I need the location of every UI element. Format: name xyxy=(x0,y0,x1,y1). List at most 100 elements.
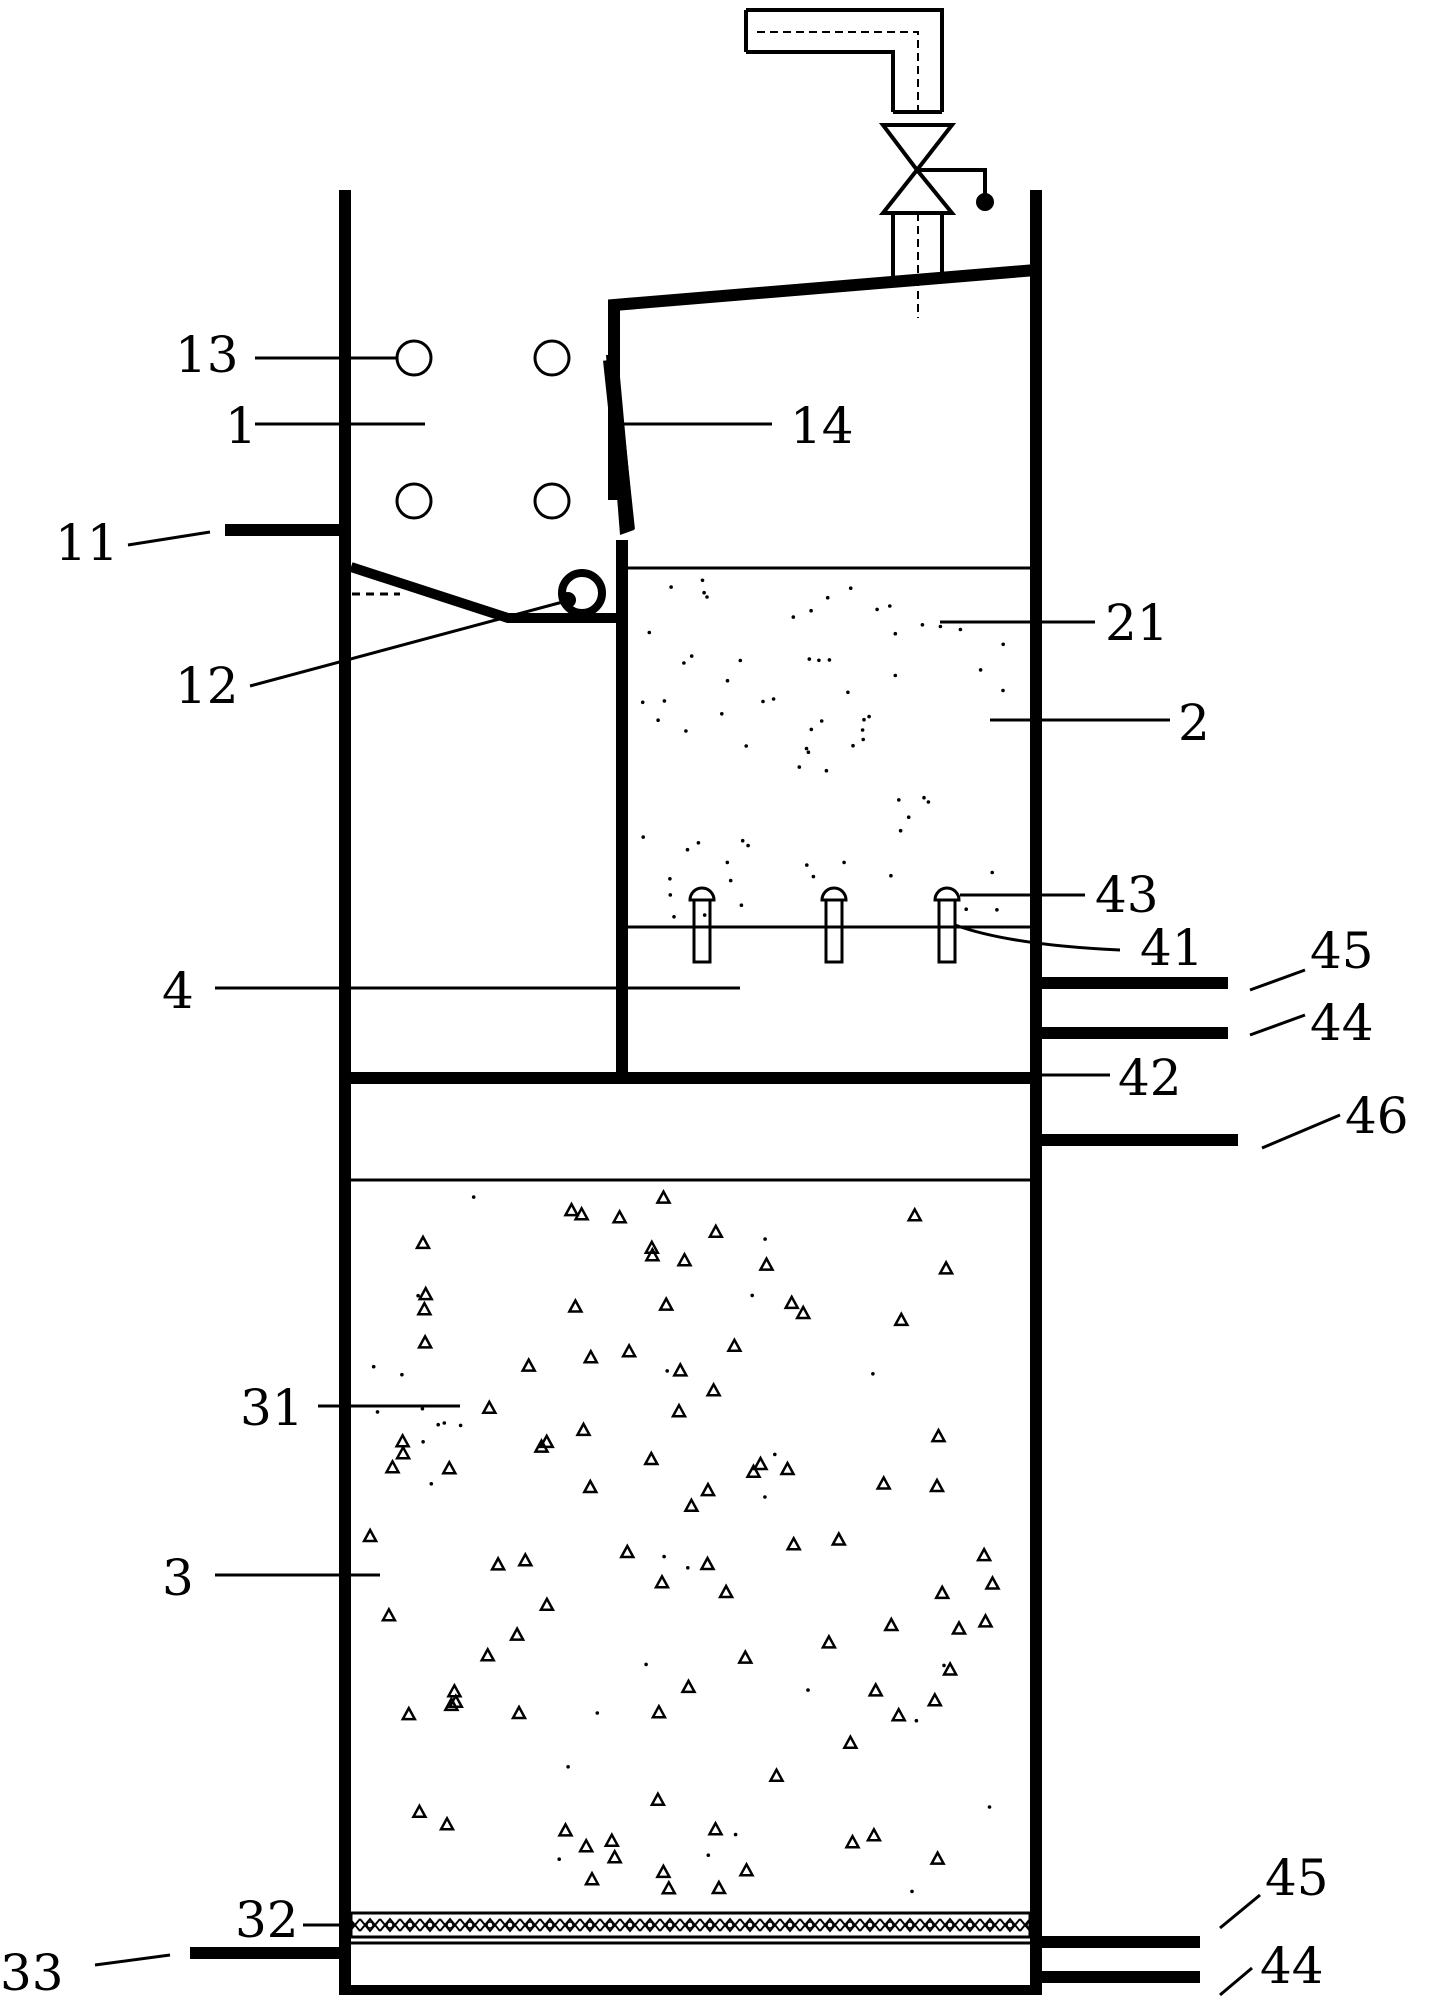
media-dot xyxy=(746,843,750,848)
label-45-upper: 45 xyxy=(1310,922,1374,980)
media-particle xyxy=(928,1477,946,1493)
media-particle xyxy=(606,1848,623,1864)
media-dot xyxy=(702,913,707,917)
media-dot xyxy=(809,608,813,613)
media-dot xyxy=(662,1554,666,1559)
label-44-lower: 44 xyxy=(1260,1937,1324,1995)
media-dot xyxy=(740,838,745,843)
rotor-12 xyxy=(558,569,606,617)
media-particle xyxy=(582,1478,599,1494)
media-dot xyxy=(806,750,811,754)
label-1: 1 xyxy=(225,397,257,455)
media-dot xyxy=(888,604,892,608)
media-dot xyxy=(797,765,802,769)
media-dot xyxy=(848,586,853,590)
media-particle xyxy=(582,1348,599,1364)
media-particle xyxy=(644,1246,661,1262)
media-dot xyxy=(862,717,866,722)
media-particle xyxy=(655,1863,672,1879)
media-dot xyxy=(964,907,968,911)
media-particle xyxy=(411,1803,428,1819)
media-dot xyxy=(809,727,814,732)
media-dot xyxy=(640,700,645,705)
label-42: 42 xyxy=(1118,1049,1182,1107)
media-dot xyxy=(1001,688,1005,693)
media-dot xyxy=(851,743,855,748)
media-particle xyxy=(779,1460,796,1476)
label-33: 33 xyxy=(0,1944,64,2000)
media-particle xyxy=(705,1381,722,1397)
media-dot xyxy=(421,1440,425,1444)
media-particle xyxy=(926,1691,943,1707)
media-dot xyxy=(720,712,724,716)
media-particle xyxy=(394,1432,411,1448)
media-particle xyxy=(481,1399,498,1415)
media-particle xyxy=(975,1546,993,1562)
media-particle xyxy=(538,1596,556,1612)
media-dot xyxy=(893,631,898,636)
media-particle xyxy=(867,1681,884,1697)
media-particle xyxy=(745,1463,762,1479)
media-dot xyxy=(773,1452,777,1457)
media-particle xyxy=(447,1693,464,1709)
media-particle xyxy=(416,1333,434,1349)
media-dot xyxy=(926,800,931,804)
label-12: 12 xyxy=(175,657,239,715)
media-particle xyxy=(710,1879,728,1895)
media-dot xyxy=(686,1566,690,1570)
media-dot xyxy=(978,668,983,672)
media-particle xyxy=(977,1612,994,1628)
media-dot xyxy=(644,1662,648,1667)
media-particle xyxy=(508,1625,526,1641)
media-dot xyxy=(436,1422,441,1427)
media-particle xyxy=(930,1427,947,1443)
media-dot xyxy=(914,1718,919,1723)
media-dot xyxy=(696,841,701,845)
media-particle xyxy=(441,1459,458,1475)
media-particle xyxy=(865,1826,883,1842)
media-dot xyxy=(557,1857,561,1861)
media-dot xyxy=(420,1406,425,1411)
media-particle xyxy=(830,1530,847,1546)
media-dot xyxy=(400,1372,404,1377)
media-dot xyxy=(763,1237,767,1241)
media-dot xyxy=(458,1423,463,1428)
media-dot xyxy=(958,627,963,632)
media-dot xyxy=(371,1364,376,1369)
media-dot xyxy=(906,815,911,819)
media-particle xyxy=(680,1678,697,1694)
media-dot xyxy=(566,1765,570,1769)
media-particle xyxy=(768,1767,785,1782)
media-particle xyxy=(578,1837,595,1853)
media-dot xyxy=(804,746,809,751)
media-dot xyxy=(700,578,705,583)
media-particle xyxy=(699,1481,717,1497)
media-particle xyxy=(479,1646,496,1662)
aerators-43 xyxy=(688,886,961,964)
media-particle xyxy=(875,1474,892,1490)
media-dot xyxy=(685,847,690,852)
media-dot xyxy=(662,699,667,703)
media-dot xyxy=(860,728,865,732)
media-particle xyxy=(660,1879,677,1895)
media-particle xyxy=(650,1703,668,1719)
media-particle xyxy=(557,1821,574,1837)
label-11: 11 xyxy=(55,514,119,572)
media-particle xyxy=(737,1648,754,1664)
media-dot xyxy=(875,607,879,612)
media-dot xyxy=(861,737,865,742)
media-particle xyxy=(672,1361,689,1377)
media-particle xyxy=(417,1285,434,1301)
media-dot xyxy=(898,828,903,833)
media-dot xyxy=(893,673,898,678)
media-dot xyxy=(942,1663,946,1668)
media-particle xyxy=(795,1304,812,1320)
media-particle xyxy=(416,1300,433,1316)
media-particle xyxy=(567,1297,584,1313)
media-dot xyxy=(771,697,776,701)
media-dot xyxy=(684,729,688,733)
label-14: 14 xyxy=(790,397,854,455)
media-dot xyxy=(728,878,733,883)
media-dot xyxy=(668,893,673,897)
